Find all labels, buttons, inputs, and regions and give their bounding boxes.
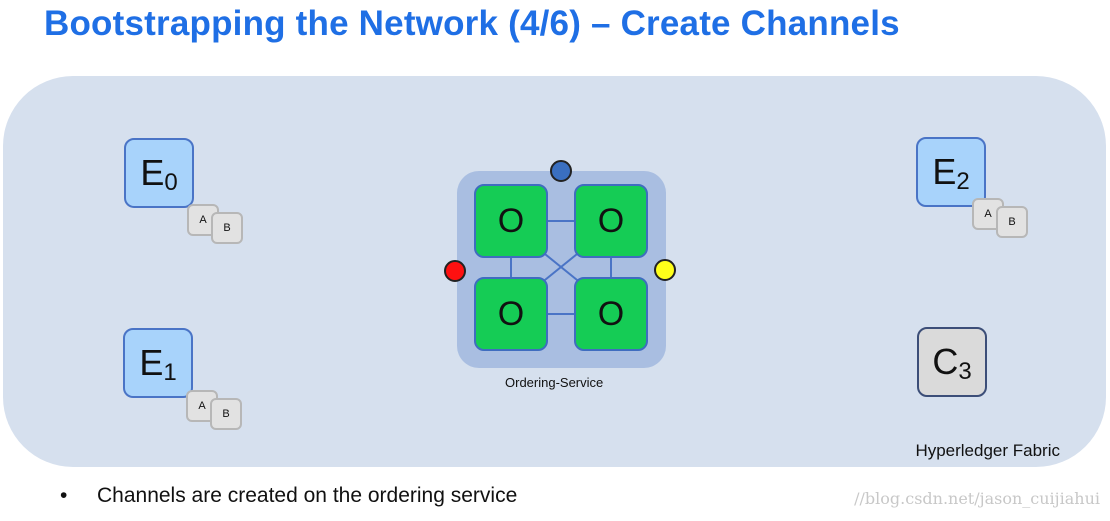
channel-dot-blue xyxy=(550,160,572,182)
node-e1-subscript: 1 xyxy=(163,359,177,386)
channel-dot-red xyxy=(444,260,466,282)
bullet-item: • Channels are created on the ordering se… xyxy=(60,484,517,508)
node-c3-letter: C xyxy=(932,341,959,382)
watermark: //blog.csdn.net/jason_cuijiahui xyxy=(854,489,1100,508)
channel-dot-yellow xyxy=(654,259,676,281)
ordering-service-label: Ordering-Service xyxy=(505,375,604,390)
node-e0-letter: E xyxy=(140,152,165,193)
node-e1-chip-b: B xyxy=(210,398,242,430)
node-e2-letter: E xyxy=(932,151,957,192)
orderer-link-cross-2 xyxy=(539,249,583,285)
bullet-text: Channels are created on the ordering ser… xyxy=(97,484,518,507)
node-e0-subscript: 0 xyxy=(164,169,178,196)
orderer-node-4: O xyxy=(574,277,648,351)
fabric-label: Hyperledger Fabric xyxy=(915,441,1060,460)
orderer-node-1: O xyxy=(474,184,548,258)
bullet-mark: • xyxy=(60,484,68,507)
node-e0-chip-b: B xyxy=(211,212,243,244)
node-e2-subscript: 2 xyxy=(956,168,970,195)
orderer-node-3: O xyxy=(474,277,548,351)
node-e1-letter: E xyxy=(139,342,164,383)
node-e2-chip-b: B xyxy=(996,206,1028,238)
orderer-node-2: O xyxy=(574,184,648,258)
slide-title: Bootstrapping the Network (4/6) – Create… xyxy=(44,4,900,43)
node-c3-subscript: 3 xyxy=(958,358,972,385)
